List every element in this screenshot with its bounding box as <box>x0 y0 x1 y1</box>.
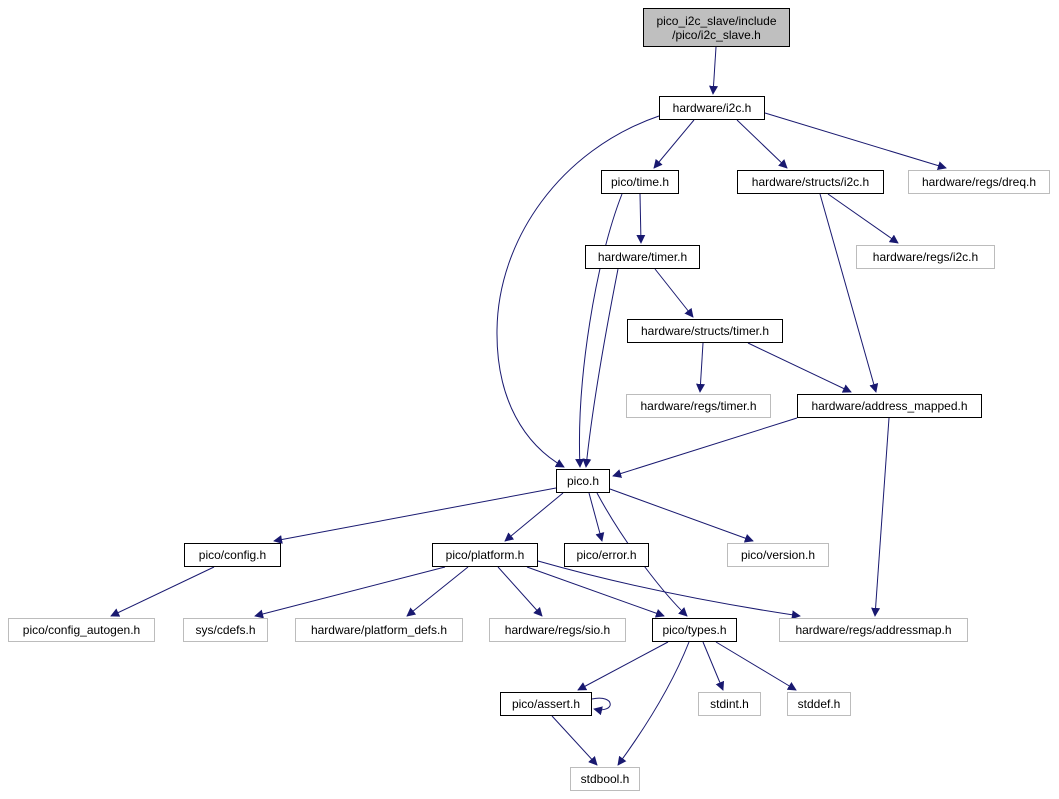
edge-pico_h-pico_config <box>273 487 557 544</box>
node-pico-time[interactable]: pico/time.h <box>601 170 679 194</box>
node-hardware-address-mapped[interactable]: hardware/address_mapped.h <box>797 394 982 418</box>
edge-pico_platform-hardware_regs_sio <box>497 566 543 617</box>
node-hardware-timer[interactable]: hardware/timer.h <box>585 245 700 269</box>
node-hardware-regs-i2c: hardware/regs/i2c.h <box>856 245 995 269</box>
edge-pico_types-stdint <box>702 641 725 691</box>
node-i2c-slave-root: pico_i2c_slave/include /pico/i2c_slave.h <box>643 8 790 47</box>
node-pico-platform[interactable]: pico/platform.h <box>432 543 538 567</box>
node-pico-h[interactable]: pico.h <box>556 469 610 493</box>
edge-pico_config-pico_config_autogen <box>110 566 215 617</box>
node-pico-types[interactable]: pico/types.h <box>652 618 737 642</box>
edge-pico_types-pico_assert <box>577 641 669 691</box>
edge-hardware_i2c-hardware_regs_dreq <box>764 112 947 170</box>
node-hardware-regs-timer: hardware/regs/timer.h <box>626 394 771 418</box>
node-pico-version: pico/version.h <box>727 543 829 567</box>
edge-hardware_address_mapped-hardware_regs_addressmap <box>871 417 890 617</box>
edge-hardware_timer-hardware_structs_timer <box>654 268 694 318</box>
edge-pico_platform-hardware_regs_addressmap <box>537 560 801 620</box>
edge-hardware_structs_timer-hardware_address_mapped <box>747 342 852 393</box>
edge-pico_h-pico_platform <box>504 492 564 542</box>
node-pico-error[interactable]: pico/error.h <box>564 543 649 567</box>
node-hardware-i2c[interactable]: hardware/i2c.h <box>659 96 765 120</box>
edge-pico_time-pico_h <box>575 193 623 468</box>
edge-i2c_slave-hardware_i2c <box>709 46 719 95</box>
node-stdbool: stdbool.h <box>570 767 640 791</box>
edge-hardware_structs_i2c-hardware_address_mapped <box>819 193 879 393</box>
node-hardware-regs-addressmap: hardware/regs/addressmap.h <box>779 618 968 642</box>
edge-hardware_i2c-pico_h <box>496 115 660 468</box>
edge-pico_assert-self-loop <box>591 697 611 716</box>
node-stddef: stddef.h <box>787 692 851 716</box>
edge-pico_types-stdbool <box>617 641 690 766</box>
node-hardware-regs-sio: hardware/regs/sio.h <box>489 618 626 642</box>
edge-pico_h-pico_error <box>588 492 605 542</box>
node-pico-assert[interactable]: pico/assert.h <box>500 692 592 716</box>
edge-pico_platform-sys_cdefs <box>254 566 446 619</box>
node-hardware-structs-timer[interactable]: hardware/structs/timer.h <box>627 319 783 343</box>
node-pico-config[interactable]: pico/config.h <box>184 543 281 567</box>
edge-pico_platform-pico_types <box>526 566 665 618</box>
edge-hardware_structs_i2c-hardware_regs_i2c <box>827 193 899 244</box>
node-hardware-regs-dreq: hardware/regs/dreq.h <box>908 170 1050 194</box>
edge-pico_assert-stdbool <box>551 715 598 766</box>
node-pico-config-autogen: pico/config_autogen.h <box>8 618 155 642</box>
edge-pico_platform-hardware_platform_defs <box>406 566 469 617</box>
edge-hardware_structs_timer-hardware_regs_timer <box>696 342 705 393</box>
node-sys-cdefs: sys/cdefs.h <box>183 618 268 642</box>
edge-pico_h-pico_version <box>609 488 754 543</box>
edge-hardware_timer-pico_h <box>582 268 619 468</box>
node-hardware-structs-i2c[interactable]: hardware/structs/i2c.h <box>737 170 884 194</box>
edge-pico_types-stddef <box>715 641 797 691</box>
edge-hardware_i2c-hardware_structs_i2c <box>736 119 788 169</box>
edge-pico_time-hardware_timer <box>636 193 646 244</box>
node-hardware-platform-defs: hardware/platform_defs.h <box>295 618 463 642</box>
node-stdint: stdint.h <box>698 692 761 716</box>
edge-hardware_i2c-pico_time <box>653 119 695 169</box>
edge-hardware_address_mapped-pico_h <box>612 417 798 478</box>
